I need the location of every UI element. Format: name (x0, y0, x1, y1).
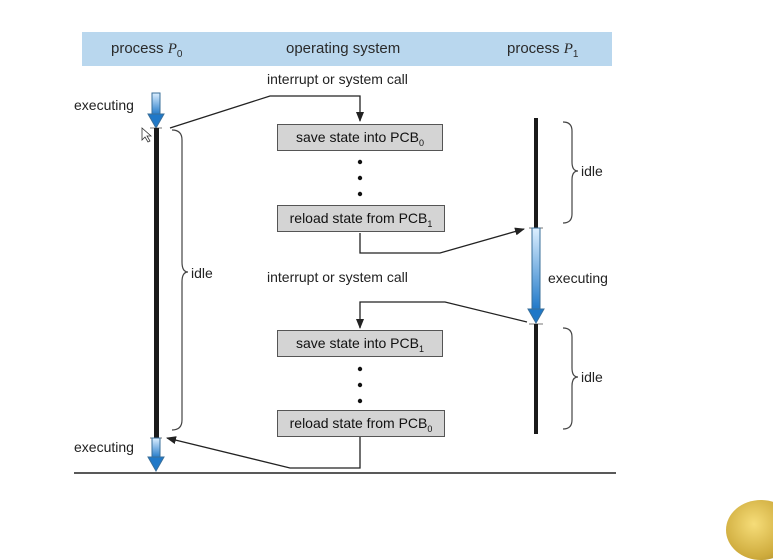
label-executing-bottom: executing (74, 439, 134, 455)
p1-idle-bar-bottom (534, 324, 538, 434)
arrow-os-to-p1 (359, 227, 525, 254)
p1-timeline (527, 118, 545, 434)
box-reload-state-pcb0: reload state from PCB0 (277, 410, 445, 437)
label-executing-right: executing (548, 270, 608, 286)
p0-exec-top-head (147, 113, 165, 130)
header-operating-system: operating system (286, 40, 401, 57)
os-dots-bottom (357, 366, 363, 404)
os-dots-top (357, 159, 363, 197)
box-reload-state-pcb1: reload state from PCB1 (277, 205, 445, 232)
label-interrupt-middle: interrupt or system call (267, 269, 408, 285)
header-bar (82, 32, 612, 66)
label-interrupt-top: interrupt or system call (267, 71, 408, 87)
header-process-p0: process P0 (111, 40, 183, 60)
arrow-p1-to-os (356, 301, 528, 329)
arrow-p0-to-os (169, 95, 364, 129)
box-save-state-pcb1: save state into PCB1 (277, 330, 443, 357)
p1-exec-shaft (531, 227, 541, 311)
p0-exec-bottom-shaft (151, 437, 161, 459)
p1-exec-head (527, 308, 545, 325)
p0-idle-bar (154, 128, 159, 438)
p1-idle-bar-top (534, 118, 538, 228)
p0-exec-bottom-head (147, 456, 165, 473)
p0-timeline (147, 92, 165, 473)
p1-idle-brace-bottom (562, 327, 579, 430)
label-idle-left: idle (191, 265, 213, 281)
arrow-os-to-p0 (166, 436, 361, 469)
box-save-state-pcb0: save state into PCB0 (277, 124, 443, 151)
diagram-graphics (74, 92, 616, 474)
label-idle-right-bottom: idle (581, 369, 603, 385)
p0-exec-top-shaft (151, 92, 161, 116)
label-executing-top: executing (74, 97, 134, 113)
mouse-cursor-icon (141, 127, 153, 143)
context-switch-diagram: process P0 operating system process P1 (74, 32, 773, 560)
p1-idle-brace-top (562, 121, 579, 224)
header-process-p1: process P1 (507, 40, 579, 60)
label-idle-right-top: idle (581, 163, 603, 179)
p0-idle-brace (171, 129, 189, 431)
